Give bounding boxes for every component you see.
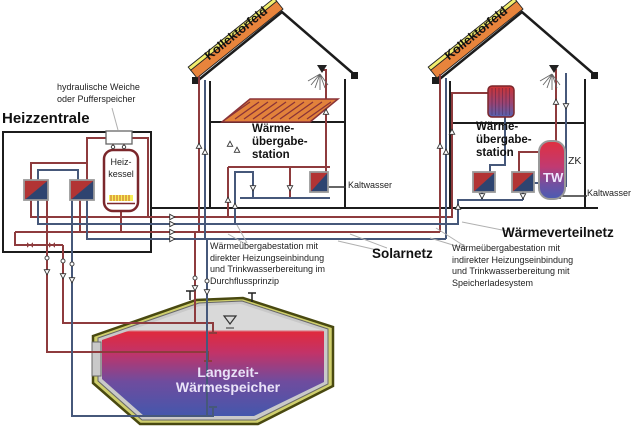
hx-house1 <box>309 171 329 193</box>
house1-eave-left <box>192 77 199 84</box>
house1-eave-right <box>351 72 358 79</box>
kaltwasser1-label: Kaltwasser <box>348 180 393 190</box>
pipe-hx-return-crossbar <box>37 169 79 180</box>
pipe-h1-station-header <box>227 166 330 217</box>
seasonal-storage-tank <box>91 290 335 426</box>
station2-line3: station <box>476 147 514 159</box>
tank-manhole <box>91 341 102 377</box>
zk-label: ZK <box>568 155 582 167</box>
heat-exchangers <box>23 171 535 201</box>
pump-icon <box>121 144 127 150</box>
radiator-fins <box>491 88 510 115</box>
house2-walls <box>449 79 586 208</box>
pipe-boiler-supply-out <box>132 137 149 217</box>
tw-tank-label: TW <box>543 170 564 185</box>
annotation-direct-line4: Durchflussprinzip <box>210 275 280 286</box>
annotation-direct-line2: direkter Heizungseinbindung <box>210 252 325 263</box>
shower-head-icon <box>549 65 559 73</box>
callout-lines <box>111 107 513 251</box>
pipe-radiator-return <box>489 116 506 172</box>
tank-water <box>102 304 324 416</box>
pipe-hx-top-crossbar <box>30 162 87 180</box>
pipe-solar-return <box>86 200 446 240</box>
house1-roof <box>195 10 357 83</box>
station1-label: Wärme- übergabe- station <box>252 123 308 162</box>
annotation-indirect-line3: und Trinkwasserbereitung mit <box>452 266 570 276</box>
annotation-indirect-line4: Speicherladesystem <box>452 277 534 288</box>
collector2-glass <box>427 0 518 71</box>
separator-callout: hydraulische Weiche oder Pufferspeicher <box>57 82 140 105</box>
shower-spray <box>539 73 561 90</box>
station2-line1: Wärme- <box>476 121 519 133</box>
station2-line2: übergabe- <box>476 134 532 146</box>
storage-tank-label: Langzeit- Wärmespeicher <box>163 365 293 395</box>
boiler-burner <box>109 195 133 201</box>
pipe-tank-bottom <box>71 200 217 417</box>
water-level-icon <box>222 315 238 325</box>
burner-flames <box>110 195 130 201</box>
heizzentrale-box <box>2 131 152 253</box>
boiler-label-line2: kessel <box>108 168 134 179</box>
annotation-indirect: Wärmeübergabestation mit indirekter Heiz… <box>452 243 573 289</box>
storage-tank-line1: Langzeit- <box>197 364 259 380</box>
station2-label: Wärme- übergabe- station <box>476 121 532 160</box>
shower-spray <box>307 73 329 90</box>
collector1-glass <box>187 0 278 71</box>
annotation-direct: Wärmeübergabestation mit direkter Heizun… <box>210 241 325 287</box>
station1-line1: Wärme- <box>252 123 295 135</box>
pipe-weiche-to-hx2 <box>86 137 106 180</box>
valve-symbols <box>27 242 55 248</box>
heizzentrale-title: Heizzentrale <box>2 110 90 127</box>
pipe-tank-charge-top <box>62 245 217 334</box>
pipe-hx-to-tw <box>518 151 539 172</box>
house2-eave-left <box>432 77 439 84</box>
pump-symbols <box>44 255 210 284</box>
house2-eave-right <box>591 72 598 79</box>
pump-icon <box>110 144 116 150</box>
storage-tank-line2: Wärmespeicher <box>175 379 281 395</box>
hx-house2-heating <box>472 171 496 193</box>
separator-callout-line1: hydraulische Weiche <box>57 82 140 92</box>
annotation-direct-line3: und Trinkwasserbereitung im <box>210 264 326 274</box>
hydraulic-separator <box>105 130 133 145</box>
annotation-direct-line1: Wärmeübergabestation mit <box>210 241 319 251</box>
pipe-district-supply <box>30 92 488 218</box>
pipe-kaltwasser-h2 <box>559 195 587 199</box>
pipe-h1-station-return <box>234 171 330 224</box>
boiler-label-line1: Heiz- <box>110 157 132 167</box>
floor-heating-coil <box>225 101 332 120</box>
hx-house2-dhw <box>511 171 535 193</box>
boiler-label: Heiz- kessel <box>104 157 138 180</box>
annotation-indirect-line2: indirekter Heizungseinbindung <box>452 254 574 265</box>
shower-icon-house2 <box>539 65 561 90</box>
tw-cylinder <box>538 140 566 200</box>
solar-collectors <box>187 0 524 79</box>
kaltwasser2-label: Kaltwasser <box>587 188 632 198</box>
district-network-label: Wärmeverteilnetz <box>502 225 614 240</box>
shower-icon-house1 <box>307 65 329 90</box>
shower-head-icon <box>317 65 327 73</box>
radiator <box>487 85 515 118</box>
hx-central-2 <box>69 179 95 201</box>
station1-line3: station <box>252 149 290 161</box>
separator-callout-line2: oder Pufferspeicher <box>57 93 136 104</box>
annotation-indirect-line1: Wärmeübergabestation mit <box>452 243 561 253</box>
pipe-left-hook <box>14 232 63 246</box>
hx-central-1 <box>23 179 49 201</box>
house2-roof <box>435 10 597 83</box>
tank-vents <box>186 290 256 302</box>
solar-network-label: Solarnetz <box>372 246 433 261</box>
station1-line2: übergabe- <box>252 136 308 148</box>
